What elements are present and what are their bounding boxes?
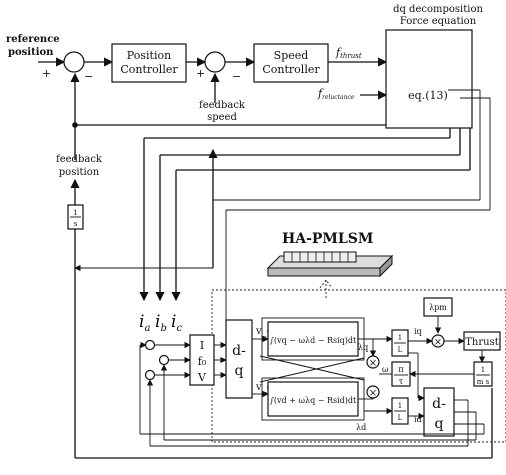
speed-controller-label-1: Speed — [274, 49, 309, 62]
speed-controller-label-2: Controller — [262, 63, 320, 76]
lam-q-label: λq — [358, 343, 368, 352]
sum-a — [144, 339, 156, 351]
flux-d-eq: ∫(vd + ωλq − Rsid)dt — [270, 396, 357, 405]
lambda-pm-label: λpm — [429, 303, 447, 312]
vq-label: v_q — [255, 326, 274, 337]
dq-title-1: dq decomposition — [393, 4, 483, 15]
reference-label-1: reference — [6, 34, 60, 45]
sum-junction-speed — [204, 51, 226, 73]
inv-f0: f₀ — [198, 355, 207, 368]
inv-V: V — [197, 371, 207, 384]
vd-label: v_d — [255, 382, 274, 393]
mass-gain-num: 1 — [481, 366, 485, 374]
cross-2 — [259, 357, 365, 383]
feedback-position-2: position — [59, 167, 100, 178]
ia-label: ia — [139, 312, 150, 334]
thrust-label: Thrust — [465, 337, 498, 348]
dq-title-2: Force equation — [400, 16, 477, 27]
motor-link-head — [319, 279, 333, 289]
feedback-speed-1: feedback — [199, 100, 246, 111]
f-reluctance-label: freluctance — [317, 87, 355, 101]
gain-q-den: L — [398, 346, 403, 354]
omega-label: ω — [382, 365, 389, 374]
lam-d-label: λd — [356, 423, 366, 432]
mult-d-x: × — [369, 388, 377, 399]
integrator-den: s — [74, 220, 78, 228]
sum-c — [144, 369, 156, 381]
motor-illustration — [266, 251, 394, 278]
ic-label: ic — [171, 312, 182, 334]
ha-pmlsm-label: HA-PMLSM — [282, 231, 373, 247]
position-controller-label-2: Controller — [120, 63, 178, 76]
flux-q-eq: ∫(vq − ωλd − Rsiq)dt — [270, 336, 357, 345]
feedback-speed-2: speed — [207, 112, 237, 123]
reference-label-2: position — [8, 47, 54, 58]
integrator-num: 1 — [73, 209, 77, 217]
sum-b — [158, 354, 170, 366]
feedback-position-1: feedback — [56, 154, 103, 165]
inv-I: I — [200, 339, 204, 352]
mult-q-x: × — [369, 358, 377, 369]
mult-thrust-x: × — [434, 337, 442, 348]
abc-dq-q: q — [235, 363, 244, 379]
sum2-minus: − — [232, 70, 241, 83]
model-region — [211, 289, 506, 443]
abc-dq-block — [225, 319, 253, 399]
id-label: id — [414, 415, 422, 424]
abc-dq-d: d- — [232, 343, 246, 359]
pole-gain-num: π — [398, 365, 403, 374]
iq-label: iq — [414, 327, 422, 336]
speed-controller-block — [253, 43, 329, 83]
gain-d-den: L — [398, 414, 403, 422]
eq13-label: eq.(13) — [408, 89, 448, 102]
dq-abc-q: q — [435, 416, 444, 432]
mass-gain-den: m s — [477, 378, 490, 386]
gain-q-num: 1 — [398, 334, 402, 342]
ib-label: ib — [155, 312, 167, 334]
f-thrust-label: fthrust — [335, 46, 362, 60]
cross-1 — [259, 355, 365, 381]
position-controller-block — [111, 43, 187, 83]
sum1-minus: − — [84, 70, 93, 83]
force-equation-block — [385, 29, 473, 129]
dq-abc-d: d- — [432, 396, 446, 412]
gain-d-num: 1 — [398, 402, 402, 410]
sum1-plus: + — [42, 67, 51, 80]
position-controller-label-1: Position — [127, 49, 171, 62]
pole-gain-den: τ — [399, 377, 404, 386]
sum2-plus: + — [196, 67, 205, 80]
sum-junction-position — [63, 51, 85, 73]
